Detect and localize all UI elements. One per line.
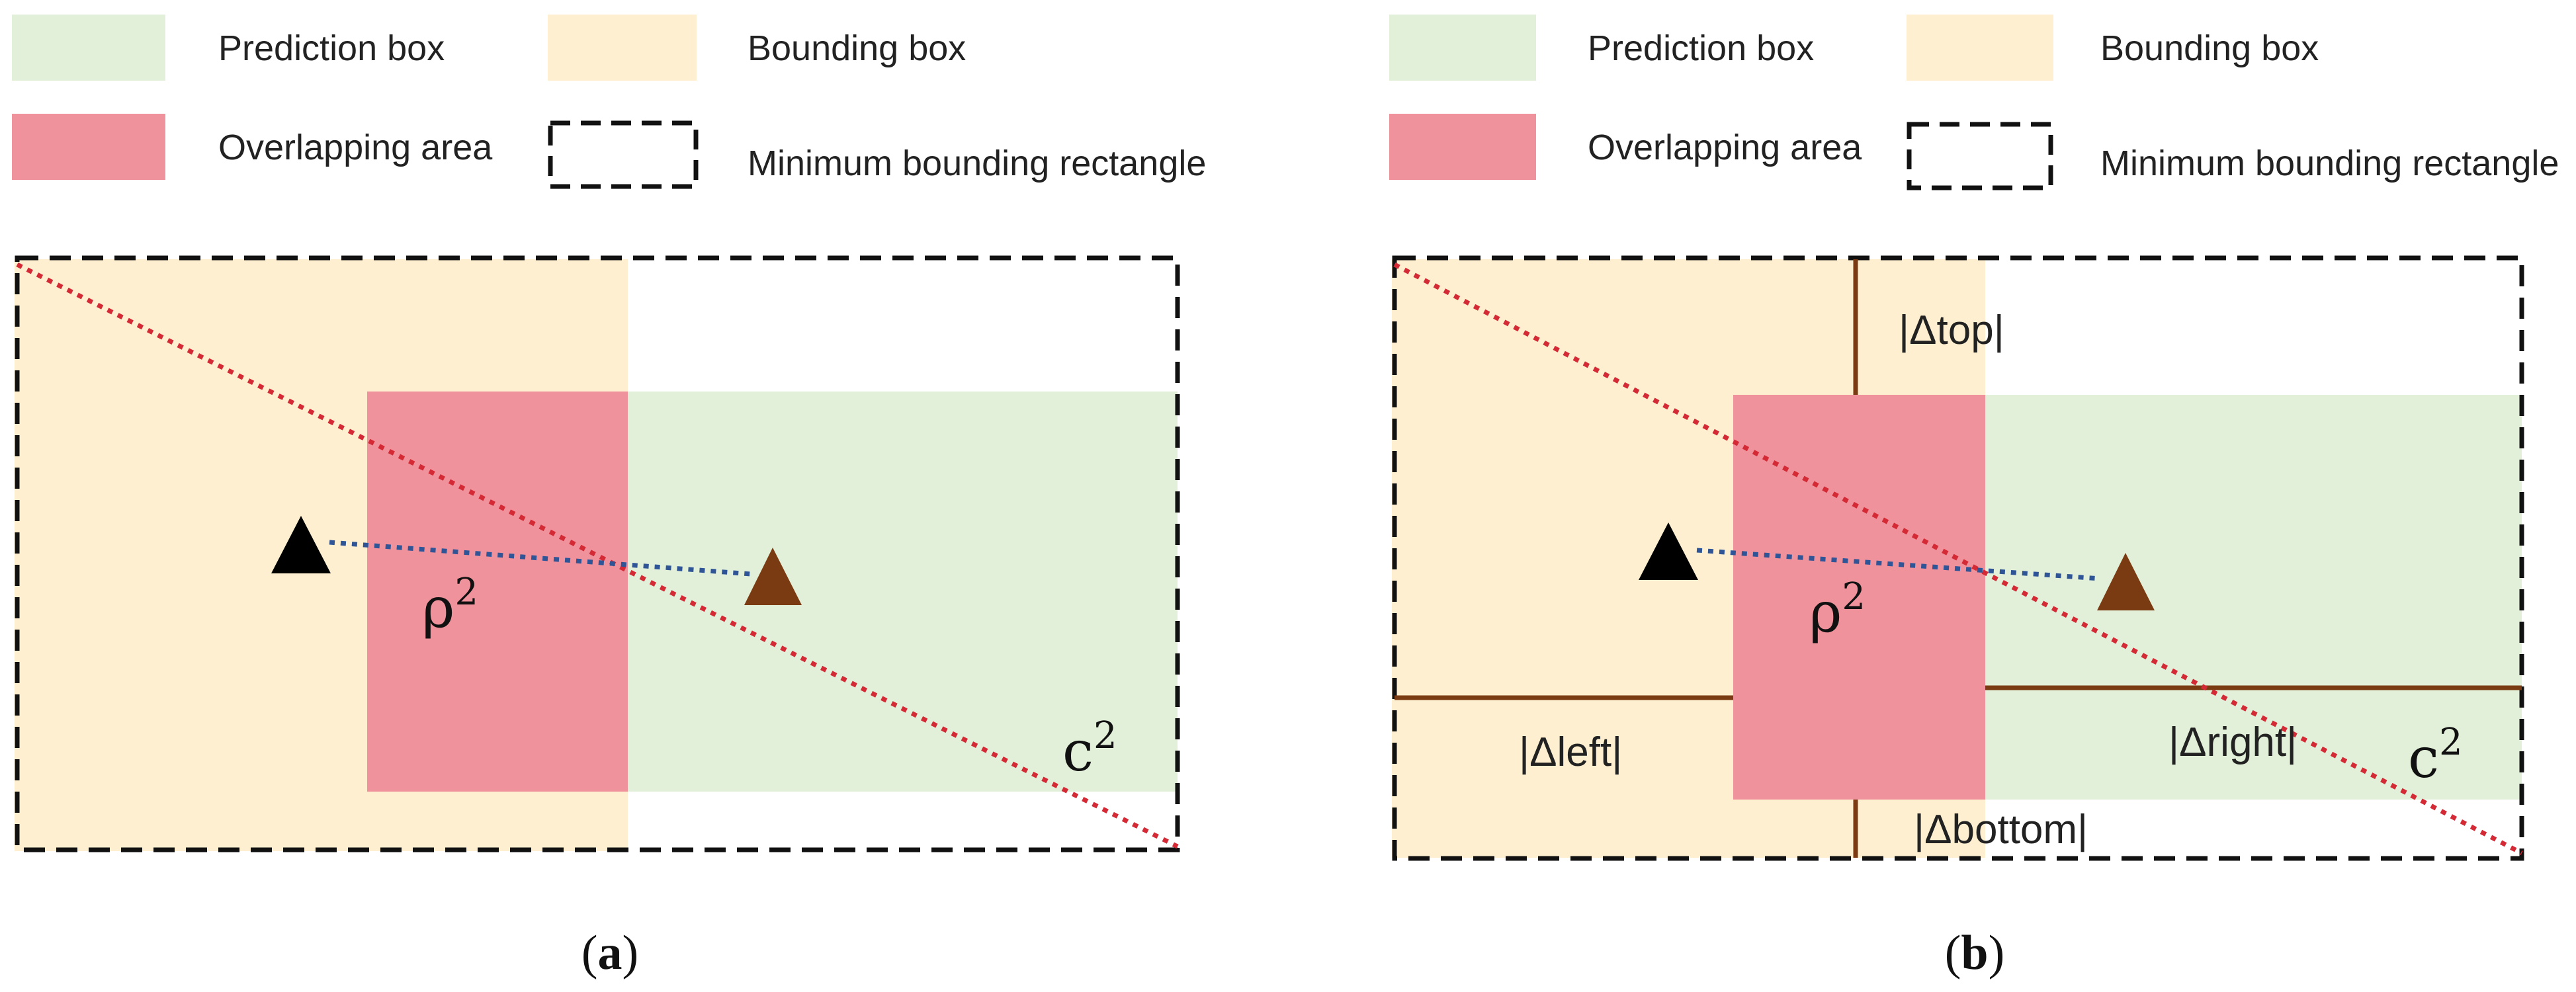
legend-label-overlapping-area: Overlapping area xyxy=(1588,128,1862,167)
legend-b: Prediction box Bounding box Overlapping … xyxy=(1389,15,2559,190)
delta-left-label: |Δleft| xyxy=(1519,729,1622,775)
legend-swatch-overlapping-area xyxy=(12,114,165,180)
delta-bottom-label: |Δbottom| xyxy=(1914,807,2088,852)
legend-label-bounding-box: Bounding box xyxy=(748,28,966,68)
overlapping-area xyxy=(367,392,628,792)
legend-swatch-bounding-box xyxy=(548,15,697,81)
bounding-box-center-triangle xyxy=(271,516,331,573)
legend-label-bounding-box: Bounding box xyxy=(2100,28,2319,68)
diagonal-c-line xyxy=(1393,262,2523,856)
panel-a: Prediction box Bounding box Overlapping … xyxy=(12,15,1206,980)
legend-swatch-prediction-box xyxy=(1389,15,1536,81)
panel-b: Prediction box Bounding box Overlapping … xyxy=(1389,15,2559,980)
prediction-box-center-triangle xyxy=(744,548,802,605)
minimum-bounding-rectangle xyxy=(1392,255,2524,861)
legend-swatch-bounding-box xyxy=(1907,15,2053,81)
diagonal-c-line xyxy=(16,262,1179,849)
legend-label-min-rect: Minimum bounding rectangle xyxy=(748,144,1206,183)
caption-b: (b) xyxy=(1945,926,2004,980)
delta-right-label: |Δright| xyxy=(2168,720,2297,765)
prediction-box xyxy=(628,392,1178,792)
bounding-box-center-triangle xyxy=(1639,522,1698,580)
legend-label-overlapping-area: Overlapping area xyxy=(218,128,493,167)
center-distance-line xyxy=(329,540,751,577)
legend-label-prediction-box: Prediction box xyxy=(218,28,445,68)
legend-a: Prediction box Bounding box Overlapping … xyxy=(12,15,1206,189)
diagram-a: ρ2 c2 xyxy=(15,255,1180,852)
diagram-b: ρ2 c2 |Δtop| |Δleft| |Δright| |Δbottom| xyxy=(1392,255,2524,861)
legend-label-min-rect: Minimum bounding rectangle xyxy=(2100,144,2559,183)
prediction-box xyxy=(1985,395,2522,800)
delta-top-label: |Δtop| xyxy=(1899,308,2004,353)
c-squared-label: c2 xyxy=(1062,714,1117,784)
rho-squared-label: ρ2 xyxy=(1809,575,1866,645)
legend-swatch-overlapping-area xyxy=(1389,114,1536,180)
legend-label-prediction-box: Prediction box xyxy=(1588,28,1814,68)
legend-swatch-min-rect xyxy=(548,120,699,189)
prediction-box-center-triangle xyxy=(2097,553,2155,610)
legend-swatch-min-rect xyxy=(1907,122,2053,190)
c-squared-label: c2 xyxy=(2408,721,2463,790)
caption-a: (a) xyxy=(581,926,638,980)
rho-squared-label: ρ2 xyxy=(422,571,478,640)
legend-swatch-prediction-box xyxy=(12,15,165,81)
